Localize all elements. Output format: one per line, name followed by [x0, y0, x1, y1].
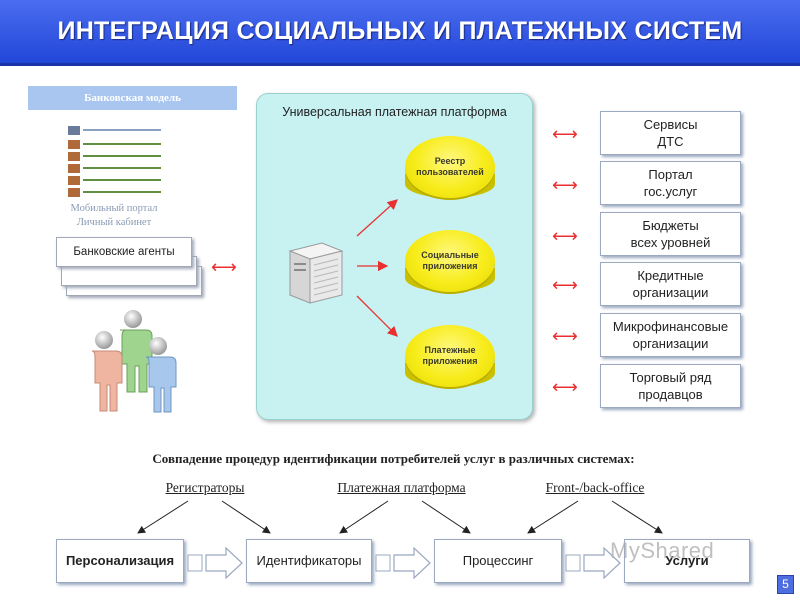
- block-arrow-icon: [187, 546, 243, 580]
- service-1-line2: ДТС: [657, 134, 684, 149]
- double-arrow-icon: ⟷: [211, 257, 237, 278]
- step-identifiers: Идентификаторы: [246, 539, 372, 583]
- block-arrow-icon: [565, 546, 621, 580]
- bank-agents-label: Банковские агенты: [73, 246, 175, 258]
- service-1-line1: Сервисы: [643, 117, 698, 132]
- double-arrow-icon: ⟷: [552, 226, 578, 247]
- stage-front-back-office: Front-/back-office: [545, 480, 645, 495]
- server-arrows: [356, 199, 398, 337]
- service-budgets: Бюджеты всех уровней: [600, 212, 741, 256]
- service-6-line2: продавцов: [638, 387, 703, 402]
- double-arrow-icon: ⟷: [552, 175, 578, 196]
- disc-2-line2: приложения: [422, 260, 478, 271]
- slide-title: ИНТЕГРАЦИЯ СОЦИАЛЬНЫХ И ПЛАТЕЖНЫХ СИСТЕМ: [57, 17, 743, 45]
- stage-payment-platform: Платежная платформа: [337, 480, 466, 495]
- people-icon: [91, 310, 177, 413]
- service-5-line2: организации: [632, 336, 709, 351]
- platform-title: Универсальная платежная платформа: [282, 105, 507, 119]
- service-gov-portal: Портал гос.услуг: [600, 161, 741, 205]
- step-processing: Процессинг: [434, 539, 562, 583]
- service-credit-orgs: Кредитные организации: [600, 262, 741, 306]
- block-arrow-icon: [375, 546, 431, 580]
- service-2-line2: гос.услуг: [643, 184, 698, 199]
- bank-agents-card: Банковские агенты: [56, 237, 192, 267]
- step-personalization: Персонализация: [56, 539, 184, 583]
- disc-2-line1: Социальные: [421, 250, 479, 260]
- service-3-line2: всех уровней: [630, 235, 711, 250]
- watermark: MyShared: [610, 538, 715, 563]
- identification-heading: Совпадение процедур идентификации потреб…: [152, 451, 635, 466]
- service-2-line1: Портал: [648, 167, 693, 182]
- double-arrow-icon: ⟷: [552, 275, 578, 296]
- personal-cabinet-caption: Личный кабинет: [76, 217, 152, 228]
- page-number[interactable]: 5: [777, 575, 794, 594]
- double-arrow-icon: ⟷: [552, 377, 578, 398]
- stage-arrows: [137, 500, 663, 534]
- title-bar: ИНТЕГРАЦИЯ СОЦИАЛЬНЫХ И ПЛАТЕЖНЫХ СИСТЕМ: [0, 0, 800, 66]
- service-6-line1: Торговый ряд: [629, 370, 712, 385]
- stage-registrars: Регистраторы: [165, 480, 245, 495]
- disc-1-line2: пользователей: [416, 166, 484, 177]
- disc-3-line2: приложения: [422, 355, 478, 366]
- mobile-portal-caption: Мобильный портал: [70, 203, 158, 214]
- disc-3-line1: Платежные: [424, 345, 476, 355]
- service-5-line1: Микрофинансовые: [612, 319, 729, 334]
- service-dts: Сервисы ДТС: [600, 111, 741, 155]
- double-arrow-icon: ⟷: [552, 326, 578, 347]
- step-services: Услуги: [624, 539, 750, 583]
- server-icon: [288, 242, 344, 304]
- bank-model-bar: Банковская модель: [28, 86, 237, 110]
- service-4-line1: Кредитные: [637, 268, 704, 283]
- service-4-line2: организации: [632, 285, 709, 300]
- portal-thumbnail: [64, 124, 168, 204]
- service-trade-row: Торговый ряд продавцов: [600, 364, 741, 408]
- disc-1-line1: Реестр: [434, 156, 466, 166]
- service-3-line1: Бюджеты: [642, 218, 699, 233]
- service-microfinance: Микрофинансовые организации: [600, 313, 741, 357]
- double-arrow-icon: ⟷: [552, 124, 578, 145]
